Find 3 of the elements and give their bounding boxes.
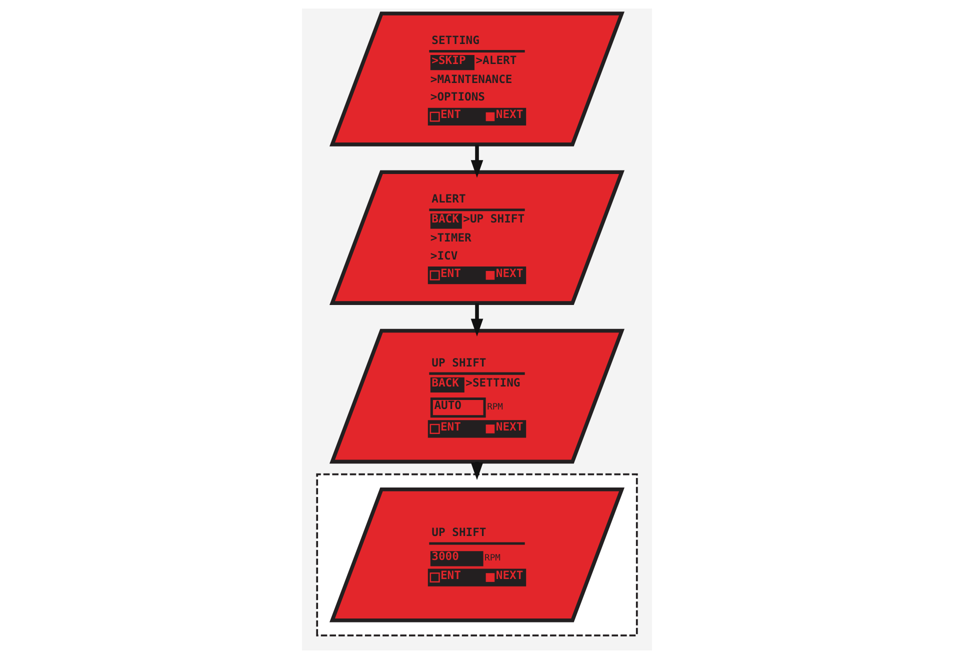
arrow <box>470 144 484 178</box>
arrow <box>470 303 484 336</box>
cluster <box>316 473 638 636</box>
